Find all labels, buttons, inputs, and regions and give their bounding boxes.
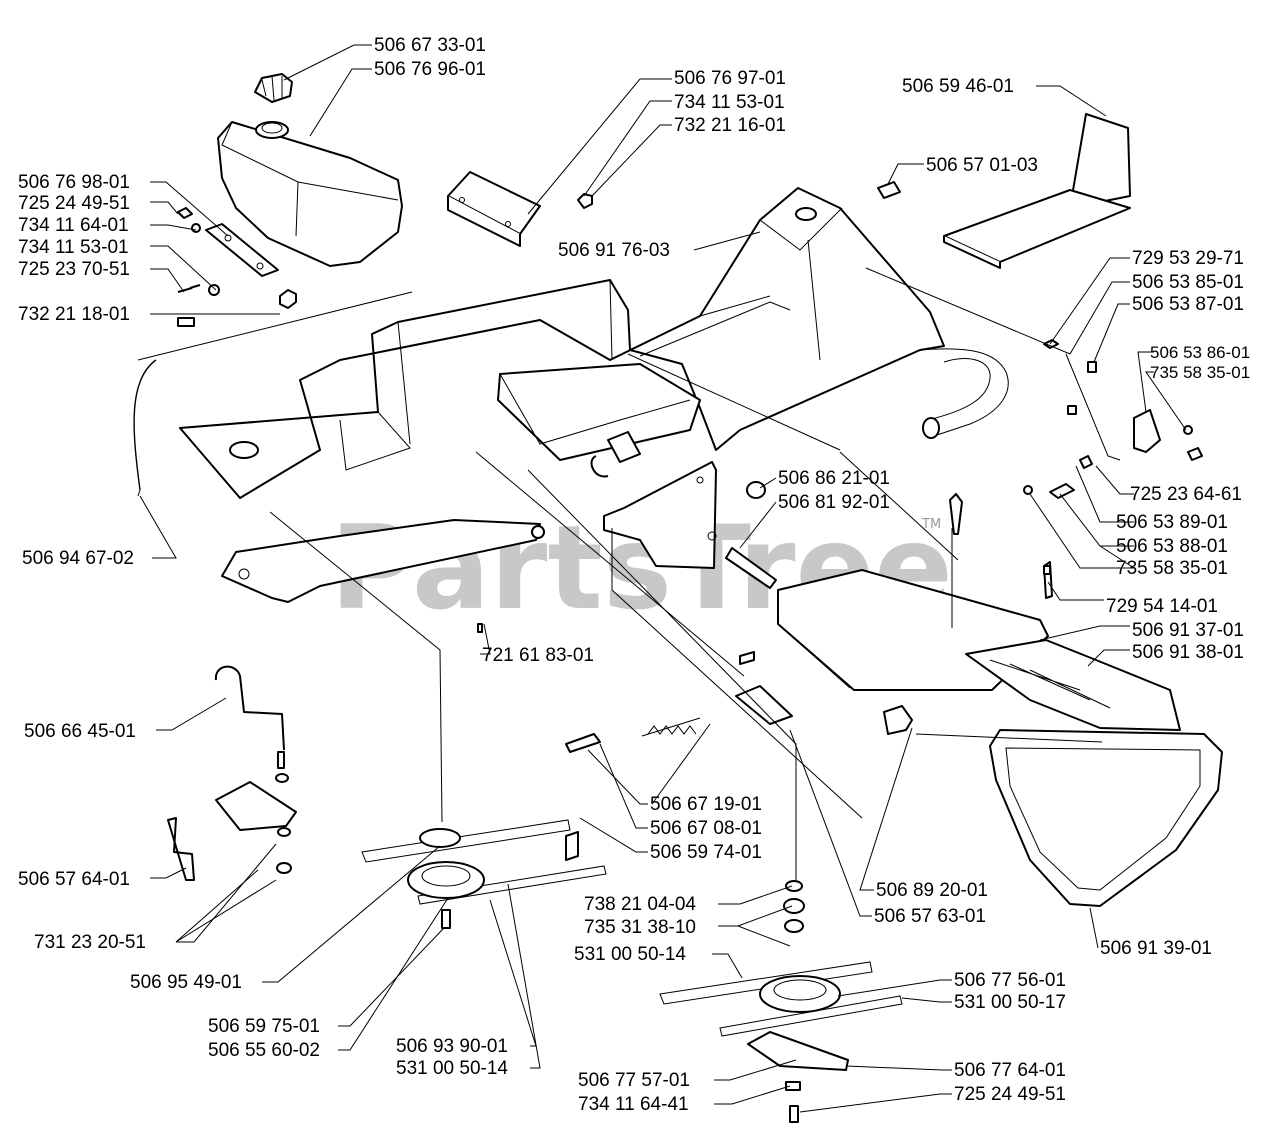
part-number: 735 31 38-10 bbox=[584, 917, 696, 938]
small-clip bbox=[883, 705, 913, 735]
part-number: 721 61 83-01 bbox=[482, 645, 594, 666]
part-number: 506 53 85-01 bbox=[1132, 272, 1244, 293]
part-number: 531 00 50-14 bbox=[574, 944, 686, 965]
part-number: 731 23 20-51 bbox=[34, 932, 146, 953]
part-number: 506 57 63-01 bbox=[874, 906, 986, 927]
part-number: 738 21 04-04 bbox=[584, 894, 696, 915]
part-number: 735 58 35-01 bbox=[1116, 558, 1228, 579]
part-number: 506 77 56-01 bbox=[954, 970, 1066, 991]
part-number: 734 11 53-01 bbox=[18, 237, 129, 258]
part-number: 506 67 08-01 bbox=[650, 818, 762, 839]
part-number: 735 58 35-01 bbox=[1150, 363, 1250, 382]
pulley-right bbox=[659, 880, 903, 1123]
part-number: 732 21 16-01 bbox=[674, 115, 786, 136]
part-number: 725 24 49-51 bbox=[954, 1084, 1066, 1105]
side-cover bbox=[989, 729, 1223, 907]
part-number: 506 55 60-02 bbox=[208, 1040, 320, 1061]
part-number: 506 89 20-01 bbox=[876, 880, 988, 901]
lower-rail bbox=[221, 519, 545, 603]
part-number: 725 23 70-51 bbox=[18, 259, 130, 280]
part-number: 506 59 74-01 bbox=[650, 842, 762, 863]
rod-bracket bbox=[167, 665, 297, 881]
cable bbox=[133, 359, 157, 497]
screws bbox=[177, 317, 1051, 665]
pulley-left bbox=[361, 819, 607, 929]
linkage-right bbox=[1023, 339, 1203, 499]
axle-spacer bbox=[725, 481, 777, 589]
belt-guard bbox=[777, 493, 1181, 731]
part-number: 732 21 18-01 bbox=[18, 304, 130, 325]
part-number: 531 00 50-17 bbox=[954, 992, 1066, 1013]
part-number: 506 81 92-01 bbox=[778, 492, 890, 513]
part-number: 725 23 64-61 bbox=[1130, 484, 1242, 505]
part-number: 506 57 64-01 bbox=[18, 869, 130, 890]
part-number: 506 95 49-01 bbox=[130, 972, 242, 993]
lower-bracket bbox=[603, 461, 717, 569]
part-number: 506 94 67-02 bbox=[22, 548, 134, 569]
part-number: 506 77 64-01 bbox=[954, 1060, 1066, 1081]
watermark-tm: TM bbox=[921, 517, 941, 532]
part-number: 506 86 21-01 bbox=[778, 468, 890, 489]
part-number: 506 67 33-01 bbox=[374, 35, 486, 56]
part-number: 506 53 89-01 bbox=[1116, 512, 1228, 533]
leader-lines bbox=[137, 44, 1187, 1113]
part-number: 729 54 14-01 bbox=[1106, 596, 1218, 617]
part-number: 729 53 29-71 bbox=[1132, 248, 1244, 269]
part-number: 506 91 76-03 bbox=[558, 240, 670, 261]
part-number: 506 59 46-01 bbox=[902, 76, 1014, 97]
part-number: 506 67 19-01 bbox=[650, 794, 762, 815]
part-number: 506 76 98-01 bbox=[18, 172, 130, 193]
part-number: 506 57 01-03 bbox=[926, 155, 1038, 176]
fuel-tank bbox=[217, 121, 403, 267]
part-labels: 506 67 33-01 506 76 96-01 506 76 97-01 7… bbox=[18, 35, 1250, 1115]
part-number: 506 91 39-01 bbox=[1100, 938, 1212, 959]
part-number: 734 11 53-01 bbox=[674, 92, 785, 113]
part-number: 506 76 97-01 bbox=[674, 68, 786, 89]
part-number: 506 93 90-01 bbox=[396, 1036, 508, 1057]
part-number: 506 53 88-01 bbox=[1116, 536, 1228, 557]
part-number: 506 91 37-01 bbox=[1132, 620, 1244, 641]
part-number: 506 76 96-01 bbox=[374, 59, 486, 80]
part-number: 506 91 38-01 bbox=[1132, 642, 1244, 663]
part-number: 734 11 64-41 bbox=[578, 1094, 689, 1115]
part-number: 506 77 57-01 bbox=[578, 1070, 690, 1091]
part-number: 506 53 86-01 bbox=[1150, 343, 1250, 362]
fuel-cap bbox=[254, 73, 293, 103]
spring-assembly bbox=[565, 685, 793, 861]
part-number: 725 24 49-51 bbox=[18, 193, 130, 214]
floor-plate bbox=[877, 113, 1131, 269]
part-number: 506 59 75-01 bbox=[208, 1016, 320, 1037]
part-number: 506 66 45-01 bbox=[24, 721, 136, 742]
main-frame bbox=[179, 187, 1009, 499]
part-number: 506 53 87-01 bbox=[1132, 294, 1244, 315]
part-number: 734 11 64-01 bbox=[18, 215, 129, 236]
mounting-plate bbox=[447, 171, 593, 247]
part-number: 531 00 50-14 bbox=[396, 1058, 508, 1079]
